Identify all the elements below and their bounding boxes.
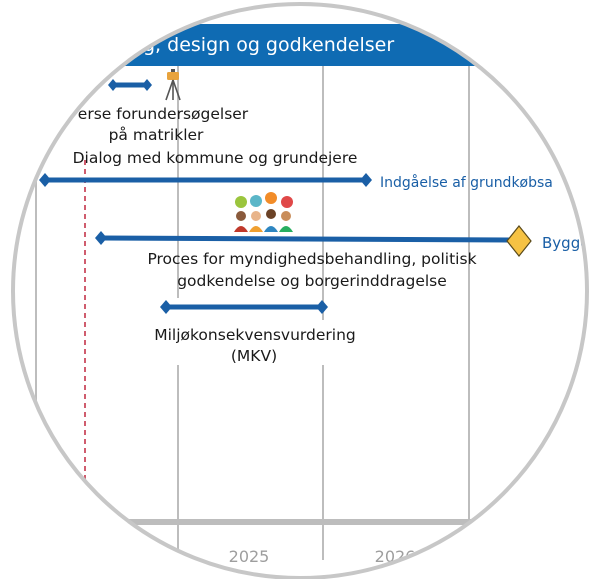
people-group-icon bbox=[234, 192, 293, 232]
time-axis-bar bbox=[13, 519, 587, 525]
survey-tripod-icon bbox=[165, 69, 181, 101]
milestone-diamond bbox=[506, 225, 532, 257]
task-end-diamond bbox=[316, 300, 328, 314]
axis-year-2025: 2025 bbox=[229, 547, 270, 566]
task-label-dialog: Dialog med kommune og grundejere bbox=[73, 149, 358, 167]
milestone-label-bygge: Bygge bbox=[542, 234, 589, 252]
task-start-diamond bbox=[108, 79, 118, 91]
task-label-myndighedsbehandling-line2: godkendelse og borgerinddragelse bbox=[177, 272, 447, 290]
task-label-forundersoegelser-line1: erse forundersøgelser bbox=[78, 105, 249, 123]
task-label-myndighedsbehandling-line1: Proces for myndighedsbehandling, politis… bbox=[147, 250, 476, 268]
phase-header-title: g, design og godkendelser bbox=[143, 34, 394, 56]
task-start-diamond bbox=[95, 231, 107, 245]
task-bar-myndighedsbehandling bbox=[100, 235, 521, 243]
task-label-mkv-line1: Miljøkonsekvensvurdering bbox=[154, 326, 356, 344]
task-label-mkv-line2: (MKV) bbox=[231, 347, 277, 365]
lens-ring bbox=[11, 2, 589, 579]
task-start-diamond bbox=[39, 173, 51, 187]
task-end-label-grundkoeb: Indgåelse af grundkøbsa bbox=[380, 174, 553, 191]
task-label-forundersoegelser-line2: på matrikler bbox=[109, 126, 204, 144]
task-end-diamond bbox=[360, 173, 372, 187]
task-start-diamond bbox=[160, 300, 172, 314]
task-end-diamond bbox=[142, 79, 152, 91]
